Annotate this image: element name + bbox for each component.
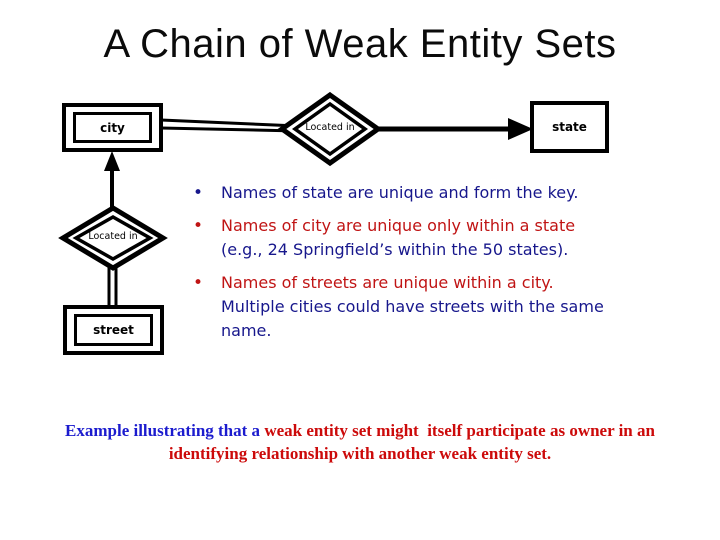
edge-locatedin-state-arrow bbox=[374, 118, 533, 140]
relationship-located-in-street-city-label: Located in bbox=[88, 231, 138, 242]
bullet-item-street-names: • Names of streets are unique within a c… bbox=[193, 271, 701, 343]
bullet-marker: • bbox=[193, 183, 204, 203]
bullet-line: name. bbox=[221, 321, 272, 340]
footnote-line1-blue-segment: Example illustrating that a bbox=[65, 421, 265, 440]
entity-street-label: street bbox=[74, 314, 153, 346]
footnote-line1-red-segment: weak entity set might itself participate… bbox=[264, 421, 655, 440]
relationship-located-in-city-state-shape bbox=[277, 91, 383, 167]
entity-street: street bbox=[63, 305, 164, 355]
bullet-line: Multiple cities could have streets with … bbox=[221, 297, 604, 316]
entity-city: city bbox=[62, 103, 163, 152]
entity-state: state bbox=[530, 101, 609, 153]
bullet-line: Names of city are unique only within a s… bbox=[221, 216, 576, 235]
edge-city-locatedin bbox=[160, 118, 299, 133]
bullet-line: (e.g., 24 Springfield’s within the 50 st… bbox=[221, 240, 569, 259]
bullet-item-city-names: • Names of city are unique only within a… bbox=[193, 214, 701, 262]
footnote: Example illustrating that a weak entity … bbox=[0, 419, 720, 465]
bullet-marker: • bbox=[193, 273, 204, 293]
footnote-line-1: Example illustrating that a weak entity … bbox=[0, 419, 720, 442]
bullet-line: Names of state are unique and form the k… bbox=[221, 183, 579, 202]
entity-state-label: state bbox=[552, 120, 587, 134]
bullet-line: Names of streets are unique within a cit… bbox=[221, 273, 554, 292]
relationship-located-in-street-city-shape bbox=[58, 205, 168, 271]
footnote-line-2: identifying relationship with another we… bbox=[0, 442, 720, 465]
bullet-list: • Names of state are unique and form the… bbox=[193, 181, 701, 352]
entity-city-label: city bbox=[73, 112, 152, 143]
bullet-item-state-names: • Names of state are unique and form the… bbox=[193, 181, 701, 205]
edge-locatedin-city-arrow bbox=[104, 151, 120, 214]
footnote-line2-red-segment: identifying relationship with another we… bbox=[168, 444, 552, 463]
relationship-located-in-city-state-label: Located in bbox=[305, 122, 355, 133]
edge-street-locatedin bbox=[107, 262, 118, 309]
slide-title: A Chain of Weak Entity Sets bbox=[103, 22, 617, 66]
bullet-marker: • bbox=[193, 216, 204, 236]
